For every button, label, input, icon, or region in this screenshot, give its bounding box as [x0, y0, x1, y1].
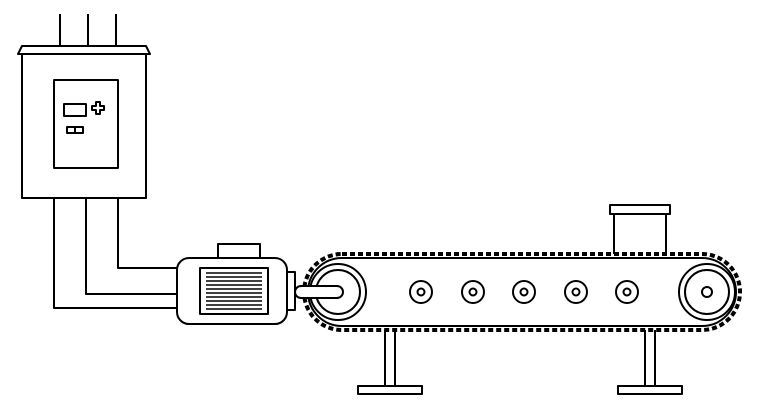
drive-pulley-right-hub: [701, 286, 713, 298]
box-body: [613, 211, 667, 257]
electric-motor-icon: [176, 243, 296, 325]
conduit-inner-line: [117, 198, 182, 269]
cabinet-panel: [53, 79, 119, 169]
conduit-middle-line: [85, 198, 182, 295]
conveyor-supports: [357, 321, 683, 395]
motor-shaft: [294, 285, 344, 299]
motor-flange: [286, 271, 296, 311]
cabinet-roof: [17, 45, 151, 55]
conduit: [53, 198, 182, 309]
plus-button-icon: [91, 101, 105, 115]
support-foot-right: [617, 385, 683, 395]
motor-fins: [206, 272, 262, 310]
support-foot-left: [357, 385, 423, 395]
idler-rollers: [409, 280, 639, 304]
motor-fin-panel: [199, 267, 269, 315]
control-cabinet: [17, 45, 151, 199]
screen-icon: [63, 103, 87, 117]
conveyor-belt-icon: [294, 252, 742, 332]
conduit-outer-line: [53, 198, 182, 309]
box-lid: [609, 204, 671, 215]
box-icon: [609, 204, 671, 257]
power-cables: [59, 14, 117, 46]
